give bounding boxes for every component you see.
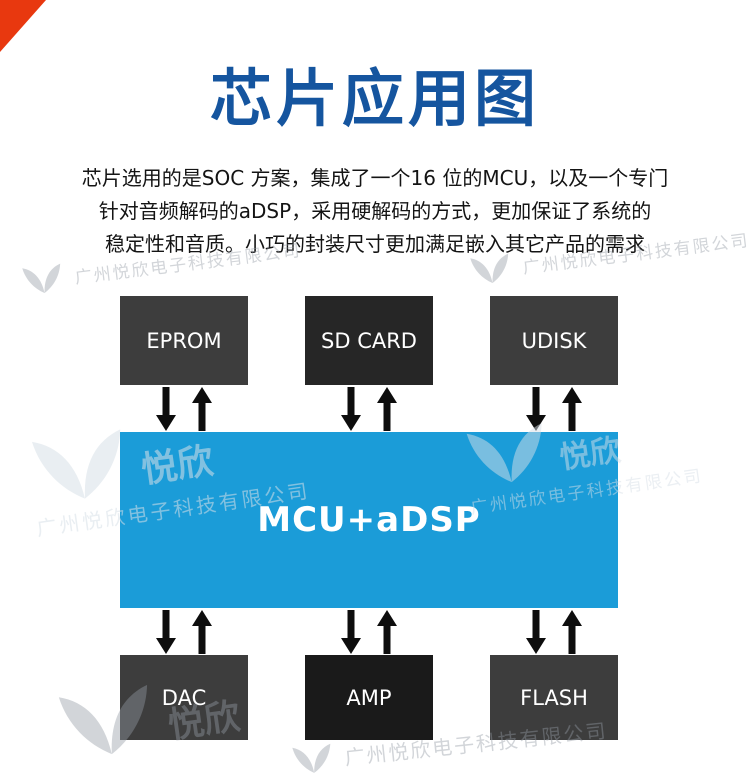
node-label: UDISK: [521, 328, 587, 353]
arrow-pair: [305, 608, 433, 655]
intro-line: 芯片选用的是SOC 方案，集成了一个16 位的MCU，以及一个专门: [81, 166, 669, 190]
node-label: DAC: [161, 685, 207, 710]
arrow-pair: [490, 608, 618, 655]
up-arrow-icon: [377, 609, 397, 654]
top-arrow-row: [120, 385, 618, 432]
leaf-logo-icon: [22, 263, 61, 294]
node-sd-card: SD CARD: [305, 296, 433, 385]
intro-line: 针对音频解码的aDSP，采用硬解码的方式，更加保证了系统的: [98, 199, 652, 223]
down-arrow-icon: [341, 609, 361, 654]
node-label: MCU+aDSP: [257, 500, 481, 540]
leaf-logo-icon: [292, 743, 331, 773]
top-row: EPROM SD CARD UDISK: [120, 296, 618, 385]
node-flash: FLASH: [490, 655, 618, 740]
up-arrow-icon: [192, 386, 212, 431]
chip-application-diagram: EPROM SD CARD UDISK MCU+a: [120, 296, 618, 740]
intro-line: 稳定性和音质。小巧的封装尺寸更加满足嵌入其它产品的需求: [105, 232, 645, 256]
node-eprom: EPROM: [120, 296, 248, 385]
page-title: 芯片应用图: [209, 62, 540, 135]
node-label: SD CARD: [321, 328, 417, 353]
corner-ribbon: [0, 0, 46, 52]
node-udisk: UDISK: [490, 296, 618, 385]
node-amp: AMP: [305, 655, 433, 740]
arrow-pair: [120, 608, 248, 655]
node-label: AMP: [346, 685, 392, 710]
arrow-pair: [120, 385, 248, 432]
down-arrow-icon: [341, 386, 361, 431]
down-arrow-icon: [156, 609, 176, 654]
node-label: FLASH: [520, 685, 588, 710]
up-arrow-icon: [562, 386, 582, 431]
down-arrow-icon: [526, 386, 546, 431]
intro-text: 芯片选用的是SOC 方案，集成了一个16 位的MCU，以及一个专门 针对音频解码…: [0, 162, 750, 261]
arrow-pair: [305, 385, 433, 432]
down-arrow-icon: [156, 386, 176, 431]
down-arrow-icon: [526, 609, 546, 654]
node-dac: DAC: [120, 655, 248, 740]
arrow-pair: [490, 385, 618, 432]
bottom-row: DAC AMP FLASH: [120, 655, 618, 740]
up-arrow-icon: [192, 609, 212, 654]
up-arrow-icon: [377, 386, 397, 431]
node-label: EPROM: [146, 328, 222, 353]
up-arrow-icon: [562, 609, 582, 654]
bottom-arrow-row: [120, 608, 618, 655]
node-mcu-adsp: MCU+aDSP: [120, 432, 618, 608]
